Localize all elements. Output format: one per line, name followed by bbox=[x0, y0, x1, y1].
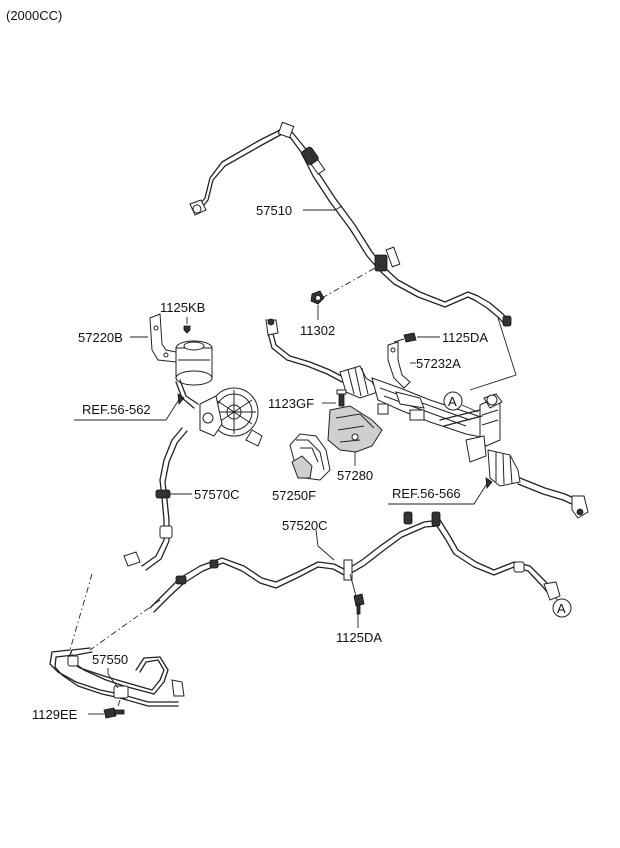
leader-ref-right bbox=[388, 481, 489, 505]
label-57232A: 57232A bbox=[416, 356, 461, 371]
label-57280: 57280 bbox=[337, 468, 373, 483]
ref-right-arrow bbox=[485, 477, 493, 489]
leader-marker-a-top bbox=[461, 404, 479, 413]
marker-a-top bbox=[443, 391, 463, 411]
leader-57520C bbox=[315, 529, 335, 561]
bracket-57232A bbox=[387, 341, 411, 389]
label-57250F: 57250F bbox=[272, 488, 316, 503]
heat-shield-57280 bbox=[327, 405, 383, 453]
leader-57550 bbox=[107, 668, 119, 689]
marker-a-bottom bbox=[552, 598, 572, 618]
boot-cover-57250F bbox=[289, 433, 331, 481]
bolt-11302 bbox=[310, 290, 325, 305]
ref-right-label: REF.56-566 bbox=[392, 486, 461, 501]
dash-11302 bbox=[321, 267, 376, 299]
pressure-hose-57510 bbox=[189, 121, 512, 327]
marker-a-top-label: A bbox=[448, 394, 457, 409]
cooler-tube-57550 bbox=[49, 647, 185, 707]
bolt-1125DA-top bbox=[393, 332, 417, 343]
label-1125DA-top: 1125DA bbox=[442, 330, 488, 345]
label-57520C: 57520C bbox=[282, 518, 328, 533]
leader-57510 bbox=[303, 205, 343, 211]
label-1125DA-bottom: 1125DA bbox=[336, 630, 382, 645]
return-tube-57520C bbox=[149, 511, 561, 613]
leader-a-route bbox=[469, 317, 517, 391]
marker-a-bottom-label: A bbox=[557, 601, 566, 616]
label-1125KB: 1125KB bbox=[160, 300, 205, 315]
power-steering-pump bbox=[175, 379, 263, 447]
reservoir-57220B bbox=[149, 313, 213, 386]
dash-57520C bbox=[89, 599, 161, 651]
leader-ref-left bbox=[74, 397, 181, 421]
ref-left-label: REF.56-562 bbox=[82, 402, 151, 417]
ref-left-arrow bbox=[177, 393, 185, 405]
label-57510: 57510 bbox=[256, 203, 292, 218]
clip-1125KB bbox=[183, 317, 191, 334]
bolt-1125DA-bottom bbox=[349, 573, 365, 615]
engine-variant-label: (2000CC) bbox=[6, 8, 62, 23]
label-11302: 11302 bbox=[300, 323, 335, 338]
bolt-1123GF bbox=[336, 389, 347, 407]
label-57220B: 57220B bbox=[78, 330, 123, 345]
label-1123GF: 1123GF bbox=[268, 396, 314, 411]
label-1129EE: 1129EE bbox=[32, 707, 78, 722]
dash-57570C bbox=[69, 573, 93, 651]
return-hose-57570C bbox=[123, 427, 188, 571]
bolt-1129EE bbox=[103, 699, 125, 719]
label-57570C: 57570C bbox=[194, 487, 240, 502]
steering-gear-box bbox=[265, 318, 589, 519]
label-57550: 57550 bbox=[92, 652, 128, 667]
